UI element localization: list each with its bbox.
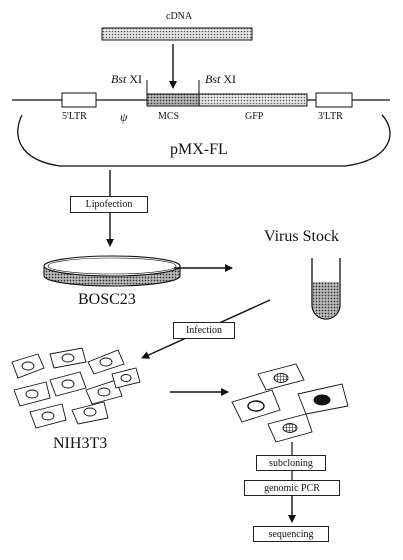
nih3t3-cells: [11, 347, 141, 429]
ltr3-box: [315, 92, 353, 108]
transformed-cells: [231, 363, 349, 443]
nih3t3-label: NIH3T3: [53, 435, 108, 452]
subcloning-box: subcloning: [256, 455, 326, 471]
bstxi-right-label: Bst XI: [205, 73, 236, 85]
ltr5-label: 5'LTR: [62, 111, 87, 122]
mcs-box: [146, 93, 200, 107]
bstxi-right-italic: Bst: [205, 72, 221, 86]
plasmid-name: pMX-FL: [170, 141, 228, 158]
lipofection-box: Lipofection: [70, 196, 148, 213]
infection-box: Infection: [173, 322, 235, 339]
virus-stock-label: Virus Stock: [264, 228, 340, 245]
sequencing-box: sequencing: [253, 526, 329, 542]
virus-stock-tube: [311, 258, 341, 320]
psi-label: ψ: [120, 110, 128, 124]
cdna-label: cDNA: [166, 11, 193, 22]
gfp-box: [198, 93, 308, 107]
bosc23-label: BOSC23: [78, 291, 136, 308]
bstxi-left-italic: Bst: [111, 72, 127, 86]
bstxi-right-rest: XI: [220, 72, 237, 86]
plasmid-backbone: [17, 114, 391, 167]
gfp-label: GFP: [245, 111, 264, 122]
mcs-label: MCS: [158, 111, 180, 122]
bosc23-dish: [43, 255, 181, 287]
bstxi-left-label: Bst XI: [111, 73, 142, 85]
bstxi-left-rest: XI: [126, 72, 143, 86]
ltr3-label: 3'LTR: [318, 111, 343, 122]
cdna-bar: [101, 27, 253, 41]
genomic-pcr-box: genomic PCR: [244, 480, 340, 496]
ltr5-box: [61, 92, 97, 108]
